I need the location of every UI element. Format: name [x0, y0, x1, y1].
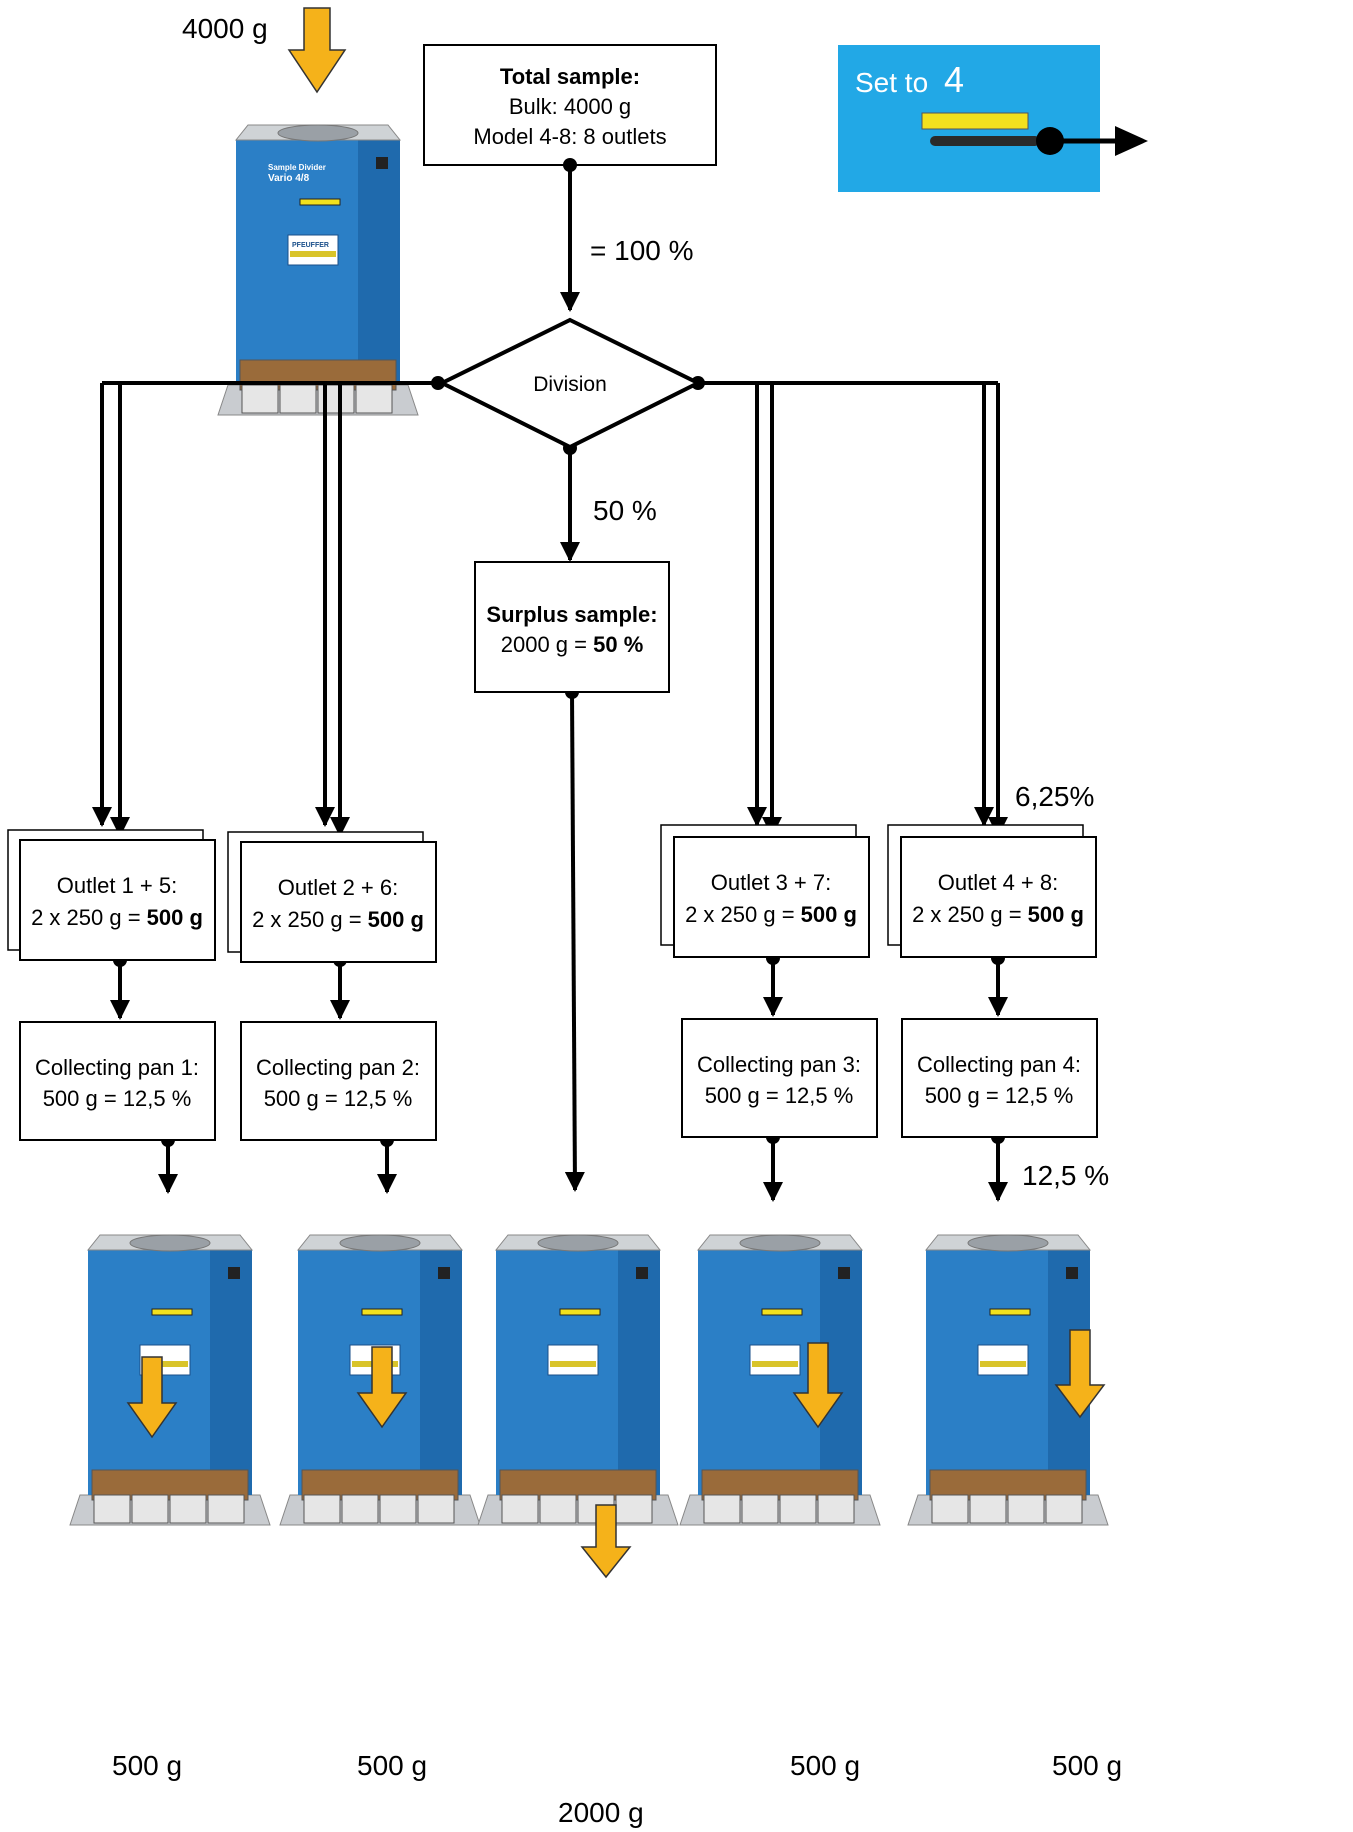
svg-text:2000 g = 50 %: 2000 g = 50 % — [501, 632, 644, 657]
device-model: Vario 4/8 — [268, 173, 310, 184]
total-sample-bulk: Bulk: 4000 g — [509, 94, 631, 119]
outlet-box-2: Outlet 2 + 6: 2 x 250 g = 500 g — [227, 831, 437, 963]
output-device-1 — [69, 1234, 271, 1526]
total-sample-title: Total sample: — [500, 64, 640, 89]
input-device: Sample Divider Vario 4/8 PFEUFFER — [217, 124, 419, 416]
outlet-title: Outlet 2 + 6: — [278, 875, 398, 900]
outlet-calc: 2 x 250 g = — [685, 902, 801, 927]
output-device-3 — [477, 1234, 679, 1579]
output-weight-4: 500 g — [790, 1750, 860, 1781]
input-arrow — [287, 7, 347, 94]
output-device-2 — [279, 1234, 481, 1526]
pan-title: Collecting pan 2: — [256, 1055, 420, 1080]
outlet-box-1: Outlet 1 + 5: 2 x 250 g = 500 g — [7, 829, 216, 961]
pan-value: 500 g = 12,5 % — [264, 1086, 413, 1111]
fifty-percent-label: 50 % — [593, 495, 657, 526]
pan-share-label: 12,5 % — [1022, 1160, 1109, 1191]
setting-panel: Set to 4 — [838, 45, 1148, 192]
outlet-calc: 2 x 250 g = — [252, 907, 368, 932]
flow-lines — [92, 165, 1008, 1202]
total-sample-model: Model 4-8: 8 outlets — [473, 124, 666, 149]
pan-value: 500 g = 12,5 % — [925, 1083, 1074, 1108]
outlet-box-4: Outlet 4 + 8: 2 x 250 g = 500 g — [887, 824, 1097, 958]
outlet-share-label: 6,25% — [1015, 781, 1094, 812]
outlet-calc: 2 x 250 g = — [31, 905, 147, 930]
outlet-box-3: Outlet 3 + 7: 2 x 250 g = 500 g — [660, 824, 870, 958]
svg-text:2 x 250 g = 500 g: 2 x 250 g = 500 g — [31, 905, 203, 930]
output-device-5 — [907, 1234, 1109, 1526]
svg-text:Set to 4: Set to 4 — [855, 59, 964, 100]
setting-label: Set to — [855, 67, 928, 98]
outlet-total: 500 g — [801, 902, 857, 927]
device-brand: Sample Divider — [268, 163, 326, 172]
output-weight-1: 500 g — [112, 1750, 182, 1781]
pan-value: 500 g = 12,5 % — [705, 1083, 854, 1108]
total-sample-box: Total sample: Bulk: 4000 g Model 4-8: 8 … — [423, 44, 717, 166]
setting-lever-icon — [1036, 127, 1064, 155]
pan-title: Collecting pan 1: — [35, 1055, 199, 1080]
outlet-total: 500 g — [147, 905, 203, 930]
setting-scale — [921, 112, 1029, 130]
svg-text:2 x 250 g = 500 g: 2 x 250 g = 500 g — [252, 907, 424, 932]
surplus-title: Surplus sample: — [486, 602, 657, 627]
division-label: Division — [533, 373, 607, 396]
output-weight-5: 500 g — [1052, 1750, 1122, 1781]
output-device-4 — [679, 1234, 881, 1526]
outlet-total: 500 g — [368, 907, 424, 932]
input-weight-label: 4000 g — [182, 13, 268, 44]
svg-text:2 x 250 g = 500 g: 2 x 250 g = 500 g — [685, 902, 857, 927]
surplus-sample-box: Surplus sample: 2000 g = 50 % — [474, 561, 670, 693]
outlet-calc: 2 x 250 g = — [912, 902, 1028, 927]
setting-value: 4 — [944, 59, 964, 100]
outlet-title: Outlet 4 + 8: — [938, 870, 1058, 895]
outlet-total: 500 g — [1028, 902, 1084, 927]
pan-title: Collecting pan 3: — [697, 1052, 861, 1077]
pan-box-3: Collecting pan 3: 500 g = 12,5 % — [681, 1018, 878, 1138]
surplus-share: 50 % — [593, 632, 643, 657]
svg-text:2 x 250 g = 500 g: 2 x 250 g = 500 g — [912, 902, 1084, 927]
output-weight-2: 500 g — [357, 1750, 427, 1781]
pan-title: Collecting pan 4: — [917, 1052, 1081, 1077]
hundred-percent-label: = 100 % — [590, 235, 694, 266]
device-logo: PFEUFFER — [292, 242, 329, 249]
pan-box-2: Collecting pan 2: 500 g = 12,5 % — [240, 1021, 437, 1141]
surplus-value: 2000 g = — [501, 632, 593, 657]
output-weight-3: 2000 g — [558, 1797, 644, 1828]
pan-box-4: Collecting pan 4: 500 g = 12,5 % — [901, 1018, 1098, 1138]
pan-value: 500 g = 12,5 % — [43, 1086, 192, 1111]
outlet-title: Outlet 3 + 7: — [711, 870, 831, 895]
division-node: Division — [437, 317, 703, 450]
pan-box-1: Collecting pan 1: 500 g = 12,5 % — [19, 1021, 216, 1141]
outlet-title: Outlet 1 + 5: — [57, 873, 177, 898]
